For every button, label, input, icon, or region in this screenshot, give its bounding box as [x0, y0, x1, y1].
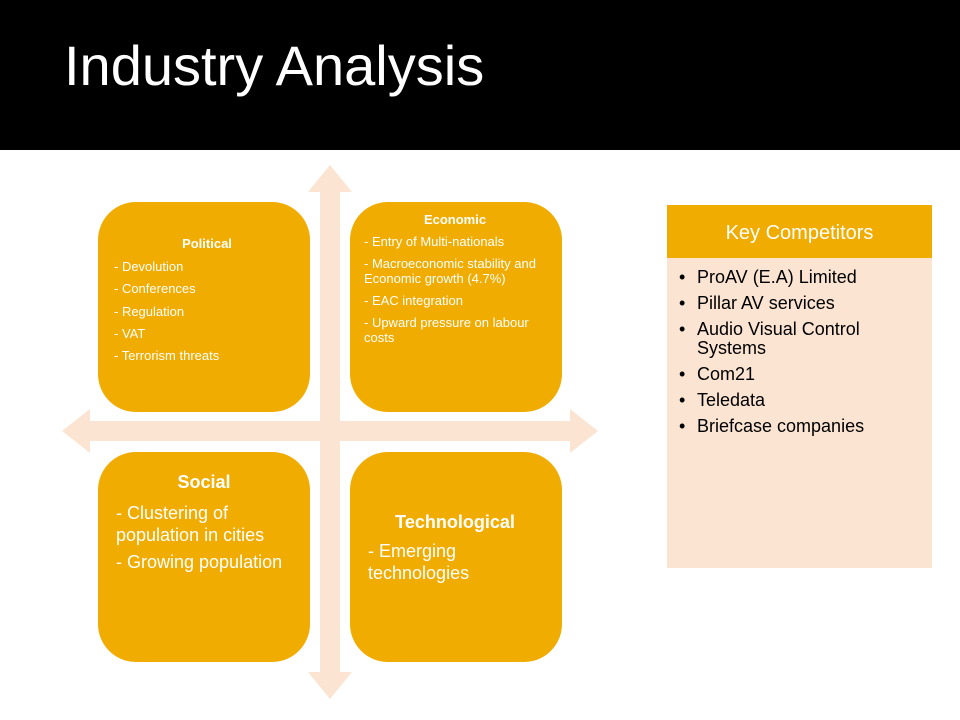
bullet-icon: •: [679, 415, 686, 436]
bullet-icon: •: [679, 318, 686, 339]
technological-heading: Technological: [395, 512, 515, 532]
bullet-icon: •: [679, 389, 686, 410]
political-item: - VAT: [114, 325, 146, 341]
competitor-name: Com21: [697, 364, 756, 385]
bullet-icon: •: [679, 267, 686, 287]
political-item: - Regulation: [114, 303, 185, 319]
competitor-name: Briefcase companies: [697, 415, 865, 436]
list-item: • Pillar AV services: [679, 292, 924, 314]
competitor-name: Teledata: [697, 389, 766, 410]
slide-title: Industry Analysis: [64, 34, 485, 97]
social-item: - Clustering of population in cities: [116, 503, 265, 545]
bullet-icon: •: [679, 364, 686, 385]
political-item: - Conferences: [114, 281, 196, 297]
key-competitors-panel: Key Competitors • ProAV (E.A) Limited • Pi…: [667, 205, 932, 568]
economic-item: - Macroeconomic stability and Economic g…: [364, 255, 536, 286]
competitor-name: Pillar AV services: [697, 292, 835, 313]
political-item: - Terrorism threats: [114, 348, 220, 364]
technological-quadrant: Technological - Emerging technologies: [350, 452, 562, 662]
title-bar: Industry Analysis: [0, 0, 960, 150]
list-item: • Com21: [679, 364, 924, 385]
economic-item: - Upward pressure on labour costs: [364, 314, 529, 345]
technological-item: - Emerging technologies: [368, 541, 470, 583]
economic-quadrant: Economic - Entry of Multi-nationals - Ma…: [350, 202, 562, 412]
economic-heading: Economic: [423, 212, 487, 227]
competitors-list: • ProAV (E.A) Limited • Pillar AV services…: [667, 258, 932, 437]
political-item: - Devolution: [114, 259, 184, 274]
horizontal-arrow: [62, 409, 598, 453]
competitor-name: Audio Visual Control Systems: [697, 318, 860, 359]
political-heading: Political: [182, 236, 232, 251]
social-item: - Growing population: [116, 552, 283, 573]
competitor-name: ProAV (E.A) Limited: [697, 267, 857, 287]
list-item: • ProAV (E.A) Limited: [679, 267, 924, 288]
list-item: • Briefcase companies: [679, 415, 924, 437]
economic-item: - Entry of Multi-nationals: [364, 234, 505, 249]
social-heading: Social: [177, 472, 231, 492]
political-quadrant: Political - Devolution - Conferences - R…: [98, 202, 310, 412]
bullet-icon: •: [679, 292, 686, 313]
list-item: • Teledata: [679, 389, 924, 411]
key-competitors-heading: Key Competitors: [667, 205, 932, 258]
list-item: • Audio Visual Control Systems: [679, 318, 924, 360]
economic-item: - EAC integration: [364, 292, 463, 308]
social-quadrant: Social - Clustering of population in cit…: [98, 452, 310, 662]
